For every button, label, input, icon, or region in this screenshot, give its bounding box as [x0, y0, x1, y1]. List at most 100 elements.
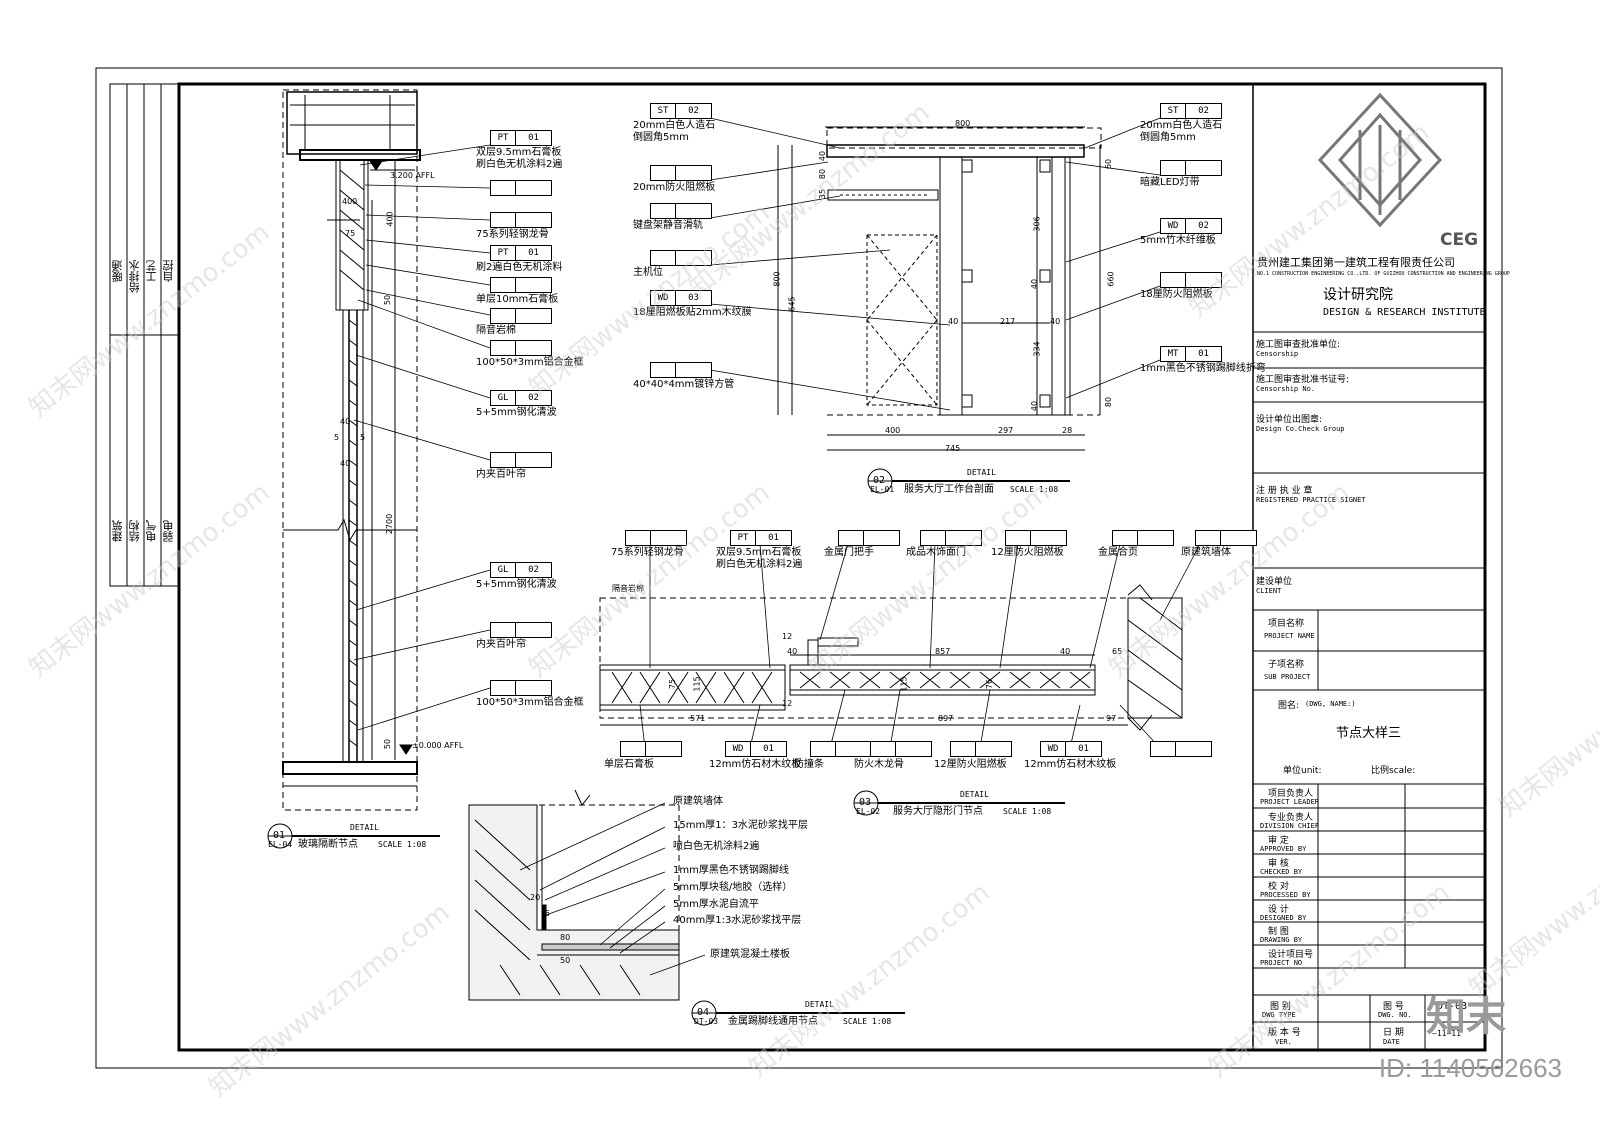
d02-dim: 800	[955, 119, 971, 128]
d03-title: 服务大厅隐形门节点	[893, 806, 983, 817]
d03-bot-4-label: 12厘防火阻燃板	[934, 759, 1007, 770]
d02-detail-word: DETAIL	[967, 468, 996, 477]
stamp-plumbing: 给排水	[128, 260, 141, 293]
tb-project: 项目名称	[1268, 619, 1305, 629]
d01-dim: 5	[334, 433, 340, 442]
d03-bot-5-code: WD	[1041, 742, 1066, 756]
d01-item-0-code: PT	[491, 131, 516, 145]
tb-unit: 单位unit:	[1283, 766, 1322, 776]
d02-left-0-code: ST	[651, 104, 676, 118]
d03-top-0-tag	[625, 530, 687, 546]
d01-item-0-label: 双层9.5mm石膏板	[476, 147, 562, 158]
tb-dwg-name: 图名:	[1278, 701, 1300, 711]
d04-scale: SCALE 1:08	[843, 1017, 892, 1026]
tb-signet: 注 册 执 业 章	[1256, 486, 1313, 496]
d02-dim: 800	[772, 271, 782, 287]
d03-bot-4-code	[951, 742, 976, 756]
company-logo	[1317, 92, 1443, 228]
d03-dim: 12	[782, 699, 793, 708]
detail01-drawing	[282, 89, 421, 811]
d03-top-0-label: 75系列轻钢龙骨	[611, 547, 684, 558]
d02-left-5-tag	[650, 362, 712, 378]
stamp-control: 自控	[162, 260, 175, 282]
d01-dim: 400	[385, 211, 395, 227]
d02-left-1-label: 20mm防火阻燃板	[633, 182, 716, 193]
d03-bot-0-tag	[620, 741, 682, 757]
tb-role-cn: 审 核	[1268, 859, 1289, 869]
d03-bot-3-code	[871, 742, 896, 756]
d03-bot-2-tag	[810, 741, 872, 757]
d03-dim: 571	[690, 714, 706, 723]
d03-dim: 65	[1112, 647, 1123, 656]
d01-item-10-code	[491, 623, 516, 637]
tb-version-en: VER.	[1275, 1038, 1292, 1046]
tb-check: 设计单位出图章:	[1256, 415, 1323, 425]
d02-left-4-label: 18厘阻燃板贴2mm木纹膜	[633, 307, 752, 318]
tb-signet-en: REGISTERED PRACTICE SIGNET	[1256, 496, 1366, 504]
company-name-en: NO.1 CONSTRUCTION ENGINEERING CO.,LTD. O…	[1257, 271, 1510, 277]
d02-dim: 306	[1032, 216, 1042, 232]
tb-role-en: PROJECT NO	[1260, 959, 1303, 967]
d02-right-1-code	[1161, 161, 1186, 175]
d02-left-3-label: 主机位	[633, 267, 663, 278]
tb-client-en: CLIENT	[1256, 587, 1282, 595]
detail02-drawing	[777, 126, 1102, 451]
d03-dim: 97	[1106, 714, 1117, 723]
tb-role-cn: 设计项目号	[1268, 950, 1314, 960]
tb-role-en: PROCESSED BY	[1260, 891, 1311, 899]
tb-role-cn: 制 图	[1268, 927, 1289, 937]
d03-bot-1-num: 01	[763, 744, 774, 754]
stamp-hvac: 暖通	[111, 260, 124, 282]
d02-left-5-code	[651, 363, 676, 377]
d03-top-1-label: 刷白色无机涂料2遍	[716, 559, 803, 570]
d03-top-3-code	[921, 531, 946, 545]
d02-dim: 217	[1000, 317, 1016, 326]
d01-ref: EL-04	[268, 840, 293, 849]
tb-sub-en: SUB PROJECT	[1264, 673, 1311, 681]
d02-left-2-tag	[650, 203, 712, 219]
d01-level-bottom: ±0.000 AFFL	[412, 741, 464, 750]
d01-number: 01	[273, 830, 286, 841]
d03-bot-2-label: 防撞条	[794, 759, 824, 770]
d04-label-2: 喷白色无机涂料2遍	[673, 841, 760, 852]
tb-role-en: DIVISION CHIEF	[1260, 822, 1320, 830]
d04-dim: 20	[530, 893, 541, 902]
tb-version: 版 本 号	[1268, 1028, 1301, 1038]
d01-dim: 400	[342, 197, 358, 206]
d03-top-6-code	[1196, 531, 1221, 545]
tb-date: 日 期	[1383, 1028, 1404, 1038]
d03-bot-2-code	[811, 742, 836, 756]
company-name-cn: 贵州建工集团第一建筑工程有限责任公司	[1257, 256, 1455, 269]
d01-item-10-tag	[490, 622, 552, 638]
d01-item-5-tag	[490, 308, 552, 324]
d02-left-4-code: WD	[651, 291, 676, 305]
d01-item-3-label: 刷2遍白色无机涂料	[476, 262, 563, 273]
d04-dim: 50	[560, 956, 571, 965]
stamp-group-top: 暖通 给排水 工艺 自控	[111, 260, 177, 330]
d03-top-1-label: 双层9.5mm石膏板	[716, 547, 802, 558]
d04-label-4: 5mm厚块毯/地胶（选样）	[673, 882, 793, 893]
tb-check-en: Design Co.Check Group	[1256, 425, 1345, 433]
d04-label-7: 原建筑混凝土楼板	[710, 949, 790, 960]
d03-bot-0-code	[621, 742, 646, 756]
tb-role-en: DESIGNED BY	[1260, 914, 1307, 922]
d02-dim: 40	[948, 317, 959, 326]
d04-number: 04	[697, 1007, 710, 1018]
tb-role-cn: 项目负责人	[1268, 789, 1314, 799]
stamp-arch: 建筑	[111, 520, 124, 542]
institute-en: DESIGN & RESEARCH INSTITUTE	[1323, 307, 1486, 318]
d03-top-4-label: 12厘防火阻燃板	[991, 547, 1064, 558]
d02-left-1-tag	[650, 165, 712, 181]
tb-role-en: DRAWING BY	[1260, 936, 1303, 944]
stamp-weak-current: 弱电	[162, 520, 175, 542]
d02-dim: 334	[1032, 341, 1042, 357]
d01-dim: 50	[383, 294, 393, 306]
drawing-title: 节点大样三	[1336, 726, 1402, 741]
d01-item-2-tag	[490, 212, 552, 228]
d02-right-3-code	[1161, 273, 1186, 287]
